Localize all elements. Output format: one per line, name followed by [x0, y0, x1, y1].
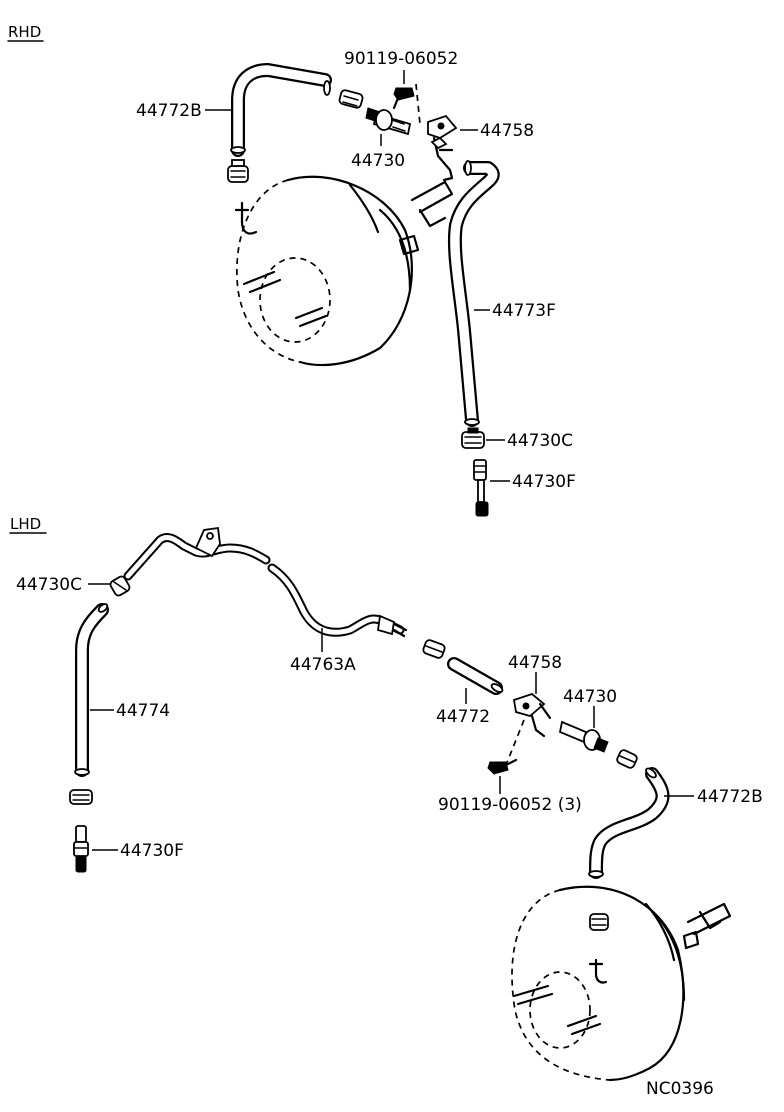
lhd-label-44772b: 44772B: [697, 787, 763, 807]
lhd-label-44758: 44758: [508, 653, 562, 673]
lhd-clamp-44772: [422, 639, 446, 659]
lhd-check-valve-44730: [558, 720, 609, 753]
rhd-section-header: RHD: [8, 23, 41, 41]
rhd-union-44730f: [473, 459, 489, 517]
lhd-pipe-44763a: [123, 526, 408, 638]
lhd-hose-44774: [74, 603, 109, 777]
rhd-label-44730c: 44730C: [507, 431, 573, 451]
lhd-clamp-44730c: [109, 575, 131, 597]
lhd-section-header: LHD: [10, 515, 41, 533]
rhd-hose-44772b: [230, 63, 332, 157]
rhd-label-44773f: 44773F: [492, 301, 556, 321]
lhd-hose-44772: [447, 657, 504, 695]
rhd-brake-booster: [234, 175, 454, 367]
rhd-label-90119: 90119-06052: [344, 49, 458, 69]
lhd-label-44774: 44774: [116, 701, 170, 721]
rhd-bolt-90119: [392, 87, 415, 110]
lhd-label-44772: 44772: [436, 707, 490, 727]
lhd-clamp-44774-end: [69, 789, 93, 805]
lhd-label-44730: 44730: [563, 687, 617, 707]
lhd-bracket-44758: [512, 692, 552, 738]
lhd-clamp-valve: [616, 749, 638, 769]
lhd-bolt-90119: [487, 758, 518, 775]
lhd-union-44730f: [73, 825, 89, 873]
rhd-clamp-44730c: [461, 427, 485, 449]
lhd-label-44763a: 44763A: [290, 655, 356, 675]
rhd-label-44730: 44730: [351, 151, 405, 171]
rhd-check-valve-44730: [365, 107, 412, 136]
rhd-label-44730f: 44730F: [512, 472, 576, 492]
lhd-label-90119: 90119-06052 (3): [438, 795, 582, 815]
lhd-hose-44772b: [588, 767, 670, 879]
rhd-hose-44773f: [447, 160, 500, 427]
lhd-label-44730f: 44730F: [120, 841, 184, 861]
rhd-label-44772b: 44772B: [136, 101, 202, 121]
lhd-brake-booster: [511, 885, 732, 1082]
rhd-bracket-44758: [427, 114, 458, 182]
lhd-label-44730c: 44730C: [16, 575, 82, 595]
figure-code: NC0396: [646, 1079, 714, 1099]
rhd-label-44758: 44758: [480, 121, 534, 141]
rhd-clamp-44730c-top: [338, 89, 364, 109]
rhd-clamp-small: [227, 159, 249, 183]
